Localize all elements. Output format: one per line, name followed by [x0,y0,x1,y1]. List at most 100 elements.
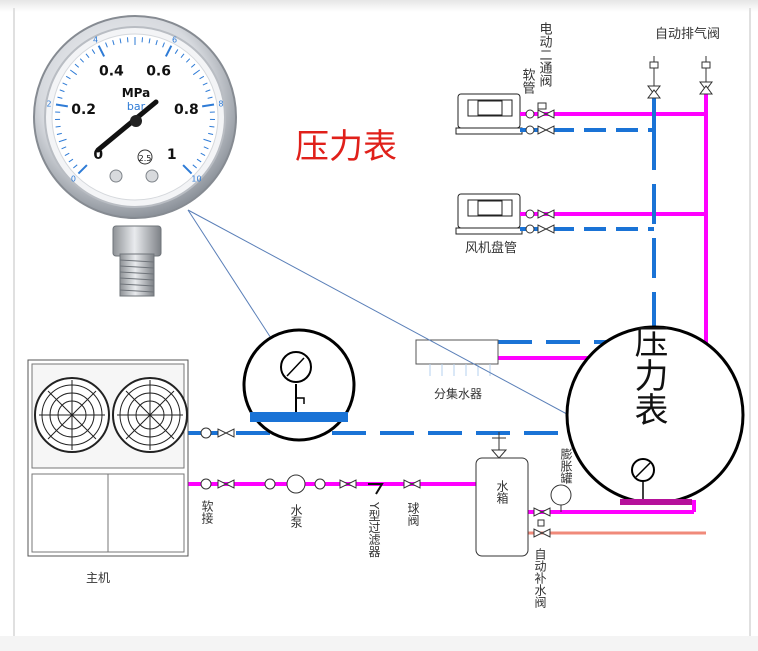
gauge-ticks [55,37,215,175]
gauge-unit-bar: bar [127,100,146,113]
pump-symbol [286,474,306,494]
gauge-mpa-label: 0.6 [146,64,171,80]
gauge-unit-mpa: MPa [122,86,151,100]
label-ball-valve: 球阀 [406,502,420,527]
gauge-tick [180,53,185,59]
fan-left [34,377,110,453]
gauge-tick [69,69,78,76]
fan-coil-unit-bottom [455,193,523,235]
gauge-hex-fitting [112,225,162,257]
zoom-circle-left [242,328,356,442]
gauge-bar-label: 8 [218,99,223,108]
fcu-valves [525,102,555,234]
gauge-tick [174,49,179,54]
gauge-tick [119,38,122,44]
gauge-tick [105,42,108,48]
label-auto-fill-valve: 自动补水阀 [533,548,547,609]
gauge-tick [182,164,193,175]
label-fcu: 风机盘管 [465,240,517,256]
label-pump: 水泵 [289,504,303,528]
zoom-circle-right: 压力表 [565,324,745,505]
gauge-tick [59,89,65,93]
fan-right [112,377,188,453]
gauge-tick [65,75,71,80]
gauge-tick [190,63,196,68]
gauge-tick [58,138,67,143]
gauge-mpa-label: 0.2 [71,102,96,118]
label-water-tank: 水箱 [495,480,509,504]
gauge-tick [74,63,80,68]
label-ev-valve: 电动二通阀 [537,22,553,87]
gauge-tick [85,53,90,59]
gauge-mpa-label: 1 [167,147,177,163]
label-main-unit: 主机 [86,571,110,585]
gauge-tick [202,103,215,108]
gauge-mpa-label: 0 [93,147,103,163]
gauge-needle-hub [130,115,142,127]
gauge-tick [91,49,96,54]
gauge-tick [57,96,63,99]
gauge-bar-label: 2 [47,99,52,108]
gauge-tick [203,138,212,143]
gauge-tick [79,58,85,63]
gauge-class-ring [137,149,153,165]
gauge-tick [77,164,88,175]
gauge-tick [192,164,197,169]
gauge-mpa-label: 0.8 [174,102,199,118]
gauge-tick [196,158,202,163]
gauge-tick [64,152,70,156]
gauge-tick [148,38,151,44]
label-distributor: 分集水器 [434,386,482,401]
gauge-screw-right [145,169,159,183]
top-band [0,0,758,12]
gauge-tick [208,132,214,135]
water-tank [475,432,529,557]
label-soft-joint: 软接 [200,500,214,524]
gauge-tick [155,40,158,46]
gauge-bar-label: 0 [71,175,76,184]
gauge-bar-label: 10 [191,175,201,184]
gauge-tick [97,45,106,57]
gauge-tick [62,82,68,86]
callout-lines [187,209,631,449]
gauge-tick [73,164,78,169]
gauge-tick [192,69,201,76]
gauge-tick [185,58,191,63]
gauge-class-mark: 2.5 [139,154,152,163]
auto-vent-valves [647,56,713,99]
gauge-needle [95,99,159,153]
gauge-tick [207,96,213,99]
label-hose-top: 软管 [520,68,536,95]
gauge-tick [162,42,165,48]
diagram-title: 压力表 [295,127,397,167]
bottom-line-components [200,427,551,538]
gauge-screw-left [109,169,123,183]
gauge-tick [61,146,67,150]
gauge-tick [203,146,209,150]
zoom-circle-text: 压力表 [628,324,668,426]
gauge-tick [164,45,173,57]
gauge-tick [202,82,208,86]
gauge-tick [200,152,206,156]
gauge-tick [55,125,61,128]
y-strainer-symbol [368,483,384,495]
gauge-tick [199,75,205,80]
footer-band [0,636,758,651]
water-distributor [415,339,499,376]
gauge-tick [112,40,115,46]
gauge-tick [205,89,211,93]
gauge-tick [56,132,62,135]
label-auto-vent: 自动排气阀 [655,26,720,42]
label-y-strainer: Y型过滤器 [367,501,381,558]
expansion-tank [550,484,572,512]
fan-coil-unit-top [455,93,523,135]
gauge-tick [209,125,215,128]
label-expansion-tank: 膨胀罐 [559,448,573,485]
gauge-tick [68,158,74,163]
gauge-bar-label: 6 [172,35,177,44]
main-unit [27,359,189,557]
